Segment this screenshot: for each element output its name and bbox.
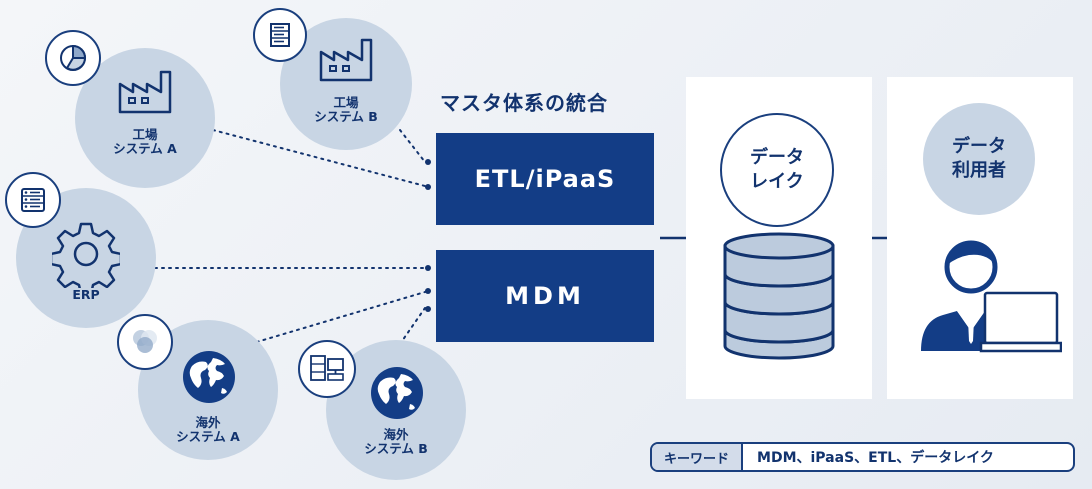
server-pc-badge [298,340,356,398]
data-lake-label-line1: データ [750,147,804,168]
overseas-system-a-label-line2: システム A [176,429,240,444]
etl-ipaas-box: ETL/iPaaS [436,133,654,225]
factory-icon [319,38,373,82]
globe-icon [183,351,235,403]
server-pc-icon [310,355,344,381]
factory-system-a-label-line2: システム A [113,141,177,156]
erp-server-badge [5,172,61,228]
diagram-title: マスタ体系の統合 [440,91,608,115]
data-user-label-circle: データ 利用者 [923,103,1035,215]
gear-icon [52,222,120,288]
database-icon [723,232,835,360]
factory-icon [118,70,172,114]
data-lake-panel: データ レイク [686,77,872,399]
keyword-bar: キーワード MDM、iPaaS、ETL、データレイク [650,442,1075,472]
server-doc-icon [21,188,45,212]
data-lake-label-line2: レイク [750,171,804,192]
pie-chart-badge [45,30,101,86]
keyword-value: MDM、iPaaS、ETL、データレイク [757,450,994,466]
overseas-system-b-label-line1: 海外 [383,427,409,442]
erp-label: ERP [72,287,100,302]
mdm-box: MDM [436,250,654,342]
globe-icon [371,367,423,419]
server-doc-badge [253,8,307,62]
factory-system-a-node: 工場 システム A [75,48,215,188]
venn-badge [117,314,173,370]
pie-chart-icon [60,44,87,71]
factory-system-b-label-line1: 工場 [333,95,359,110]
server-doc-icon [270,23,290,47]
data-lake-label-circle: データ レイク [720,113,834,227]
data-user-label-line2: 利用者 [952,160,1006,181]
data-user-panel: データ 利用者 [887,77,1073,399]
factory-system-b-label-line2: システム B [314,109,378,124]
data-user-label-line1: データ [952,136,1006,157]
overseas-system-a-label-line1: 海外 [195,415,221,430]
keyword-label: キーワード [652,444,744,470]
factory-system-a-label-line1: 工場 [132,127,158,142]
overseas-system-b-label-line2: システム B [364,441,428,456]
venn-icon [133,330,157,353]
person-laptop-icon [921,240,1062,353]
